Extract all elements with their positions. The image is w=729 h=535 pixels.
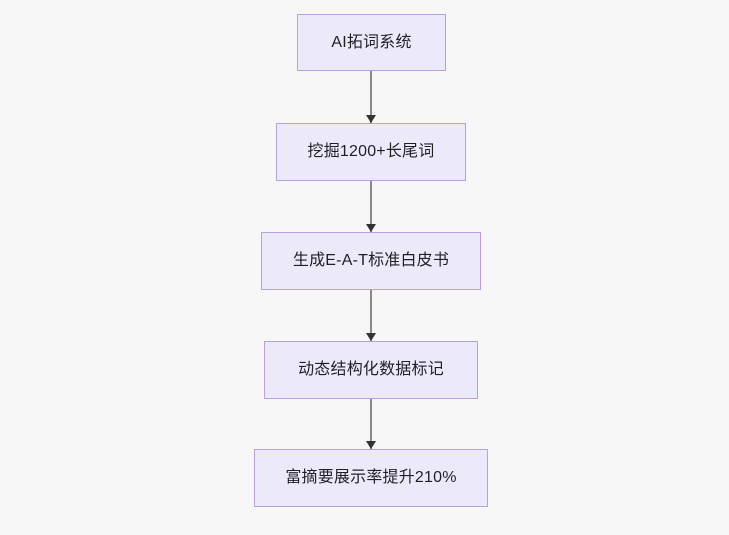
flowchart-node-label: 动态结构化数据标记 bbox=[298, 361, 444, 378]
arrowhead-icon bbox=[365, 224, 376, 232]
edge-line bbox=[370, 71, 372, 123]
flowchart-node-label: 生成E-A-T标准白皮书 bbox=[292, 252, 450, 269]
flowchart-node-n3[interactable]: 生成E-A-T标准白皮书 bbox=[261, 232, 481, 290]
flowchart-node-n5[interactable]: 富摘要展示率提升210% bbox=[254, 449, 488, 507]
arrowhead-icon bbox=[365, 115, 376, 123]
flowchart-node-n1[interactable]: AI拓词系统 bbox=[297, 14, 446, 71]
flowchart-node-label: 挖掘1200+长尾词 bbox=[307, 143, 435, 160]
edge-line bbox=[370, 290, 372, 341]
flowchart-node-label: 富摘要展示率提升210% bbox=[285, 469, 457, 486]
arrowhead-icon bbox=[365, 333, 376, 341]
flowchart-node-n2[interactable]: 挖掘1200+长尾词 bbox=[276, 123, 466, 181]
flowchart-node-n4[interactable]: 动态结构化数据标记 bbox=[264, 341, 478, 399]
edge-line bbox=[370, 181, 372, 232]
flowchart-node-label: AI拓词系统 bbox=[331, 33, 412, 51]
arrowhead-icon bbox=[365, 441, 376, 449]
edge-line bbox=[370, 399, 372, 449]
